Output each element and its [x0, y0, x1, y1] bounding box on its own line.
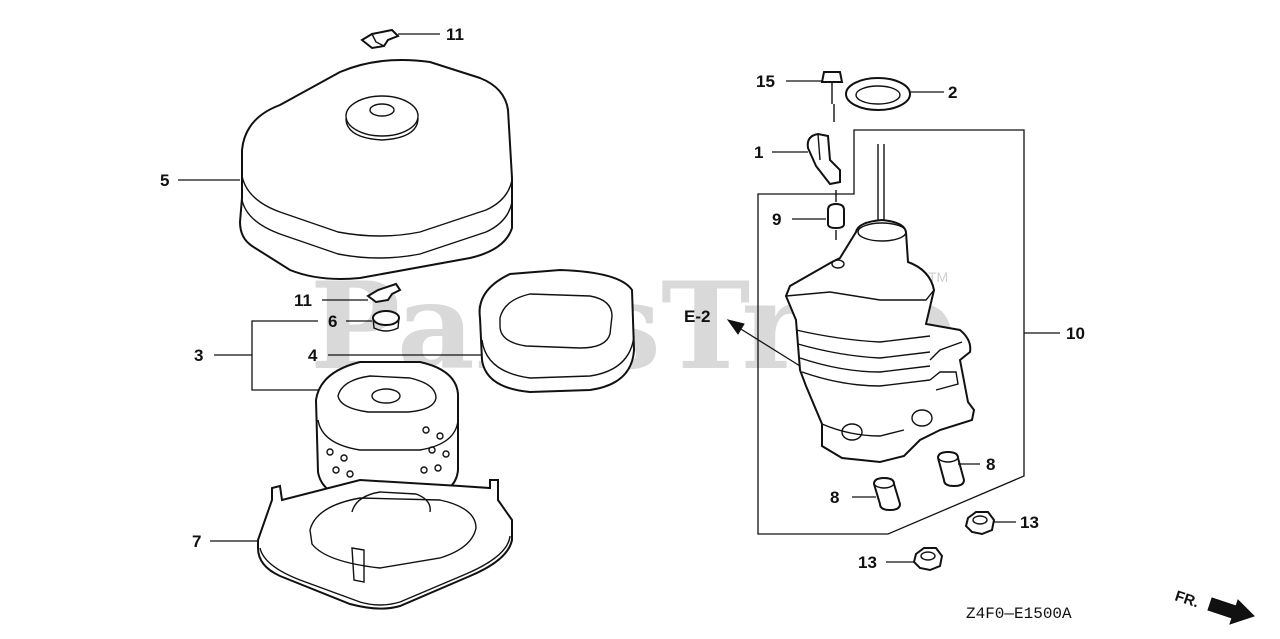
callout-label: 10 — [1066, 324, 1085, 343]
part-clip-middle[interactable] — [366, 282, 402, 304]
part-collar-9[interactable] — [827, 190, 845, 240]
reference-arrow-e2: E-2 — [684, 307, 801, 367]
callout-10: 10 — [1024, 324, 1085, 343]
callout-label: 9 — [772, 210, 781, 229]
callout-7: 7 — [192, 532, 258, 551]
part-air-cleaner-cover[interactable] — [238, 58, 513, 280]
part-clip-top[interactable] — [360, 28, 400, 50]
front-arrow-icon — [1207, 597, 1255, 625]
assembly-outline-10 — [757, 129, 1025, 535]
callout-8-left: 8 — [830, 488, 876, 507]
callout-9: 9 — [772, 210, 826, 229]
part-bolt-15[interactable] — [820, 71, 844, 122]
callout-8-right: 8 — [958, 455, 995, 474]
callout-5: 5 — [160, 171, 240, 190]
callout-label: 6 — [328, 312, 337, 331]
part-clamp-1[interactable] — [806, 132, 841, 186]
part-nut-13-right[interactable] — [964, 511, 996, 536]
mesh-holes — [326, 426, 450, 478]
front-label: FR. — [1173, 588, 1201, 612]
callout-label: 8 — [830, 488, 839, 507]
front-direction-indicator: FR. — [1173, 588, 1255, 625]
callout-2: 2 — [910, 83, 957, 102]
drawing-code: Z4F0—E1500A — [966, 605, 1072, 623]
callout-11-middle: 11 — [294, 291, 368, 310]
part-foam-element[interactable] — [478, 268, 636, 394]
part-elbow-housing[interactable] — [784, 144, 976, 464]
reference-label: E-2 — [684, 307, 710, 326]
part-gasket-2[interactable] — [845, 77, 911, 111]
callout-label: 15 — [756, 72, 775, 91]
callout-label: 5 — [160, 171, 169, 190]
callout-label: 8 — [986, 455, 995, 474]
callout-label: 4 — [308, 346, 318, 365]
callout-label: 13 — [1020, 513, 1039, 532]
callout-label: 11 — [446, 25, 464, 44]
part-wing-nut[interactable] — [372, 310, 400, 332]
trademark-text: TM — [928, 269, 948, 285]
callout-label: 13 — [858, 553, 877, 572]
callout-label: 2 — [948, 83, 957, 102]
callout-11-top: 11 — [398, 25, 464, 44]
part-tube-8-right[interactable] — [936, 450, 966, 488]
callout-3: 3 — [194, 320, 318, 391]
callout-label: 1 — [754, 143, 763, 162]
callout-13-left: 13 — [858, 553, 914, 572]
callout-15: 15 — [756, 72, 822, 91]
callout-4: 4 — [308, 346, 482, 365]
callout-6: 6 — [328, 312, 372, 331]
callout-label: 11 — [294, 291, 312, 310]
callout-label: 7 — [192, 532, 201, 551]
callout-13-right: 13 — [994, 513, 1039, 532]
part-nut-13-left[interactable] — [912, 547, 944, 572]
part-air-cleaner-base[interactable] — [257, 478, 513, 610]
callout-1: 1 — [754, 143, 808, 162]
callout-label: 3 — [194, 346, 203, 365]
part-tube-8-left[interactable] — [872, 476, 902, 512]
